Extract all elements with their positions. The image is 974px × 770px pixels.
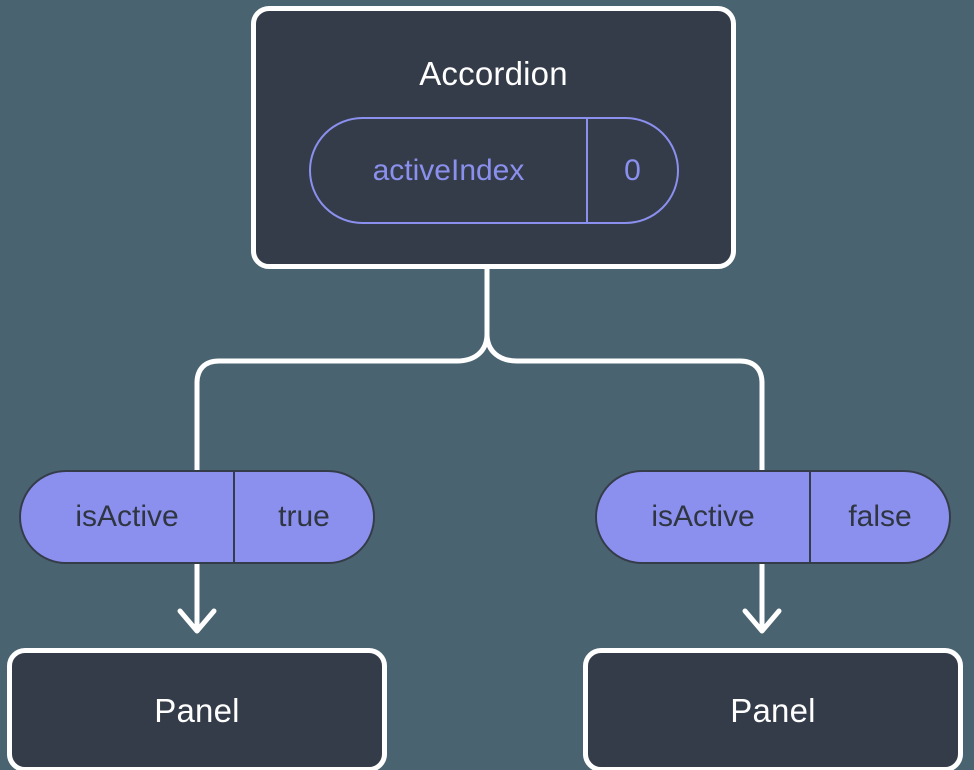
node-panel-right[interactable]: Panel <box>583 648 963 770</box>
node-accordion-title: Accordion <box>419 55 568 92</box>
prop-pill-is-active-true-key: isActive <box>75 500 179 533</box>
arrow-head-right <box>742 608 782 634</box>
prop-pill-is-active-true[interactable]: isActive true <box>19 470 375 564</box>
prop-pill-is-active-false-value: false <box>809 472 949 562</box>
prop-pill-is-active-false-key: isActive <box>651 500 755 533</box>
connector-root-split <box>194 265 765 503</box>
node-panel-left-title: Panel <box>154 691 240 729</box>
state-pill-active-index-key: activeIndex <box>372 153 525 187</box>
node-panel-left[interactable]: Panel <box>7 648 387 770</box>
prop-pill-is-active-false[interactable]: isActive false <box>595 470 951 564</box>
state-pill-active-index[interactable]: activeIndex 0 <box>309 117 679 224</box>
prop-pill-is-active-true-value: true <box>233 472 373 562</box>
node-panel-right-title: Panel <box>730 691 816 729</box>
state-pill-active-index-value: 0 <box>586 119 677 222</box>
arrow-head-left <box>177 608 217 634</box>
